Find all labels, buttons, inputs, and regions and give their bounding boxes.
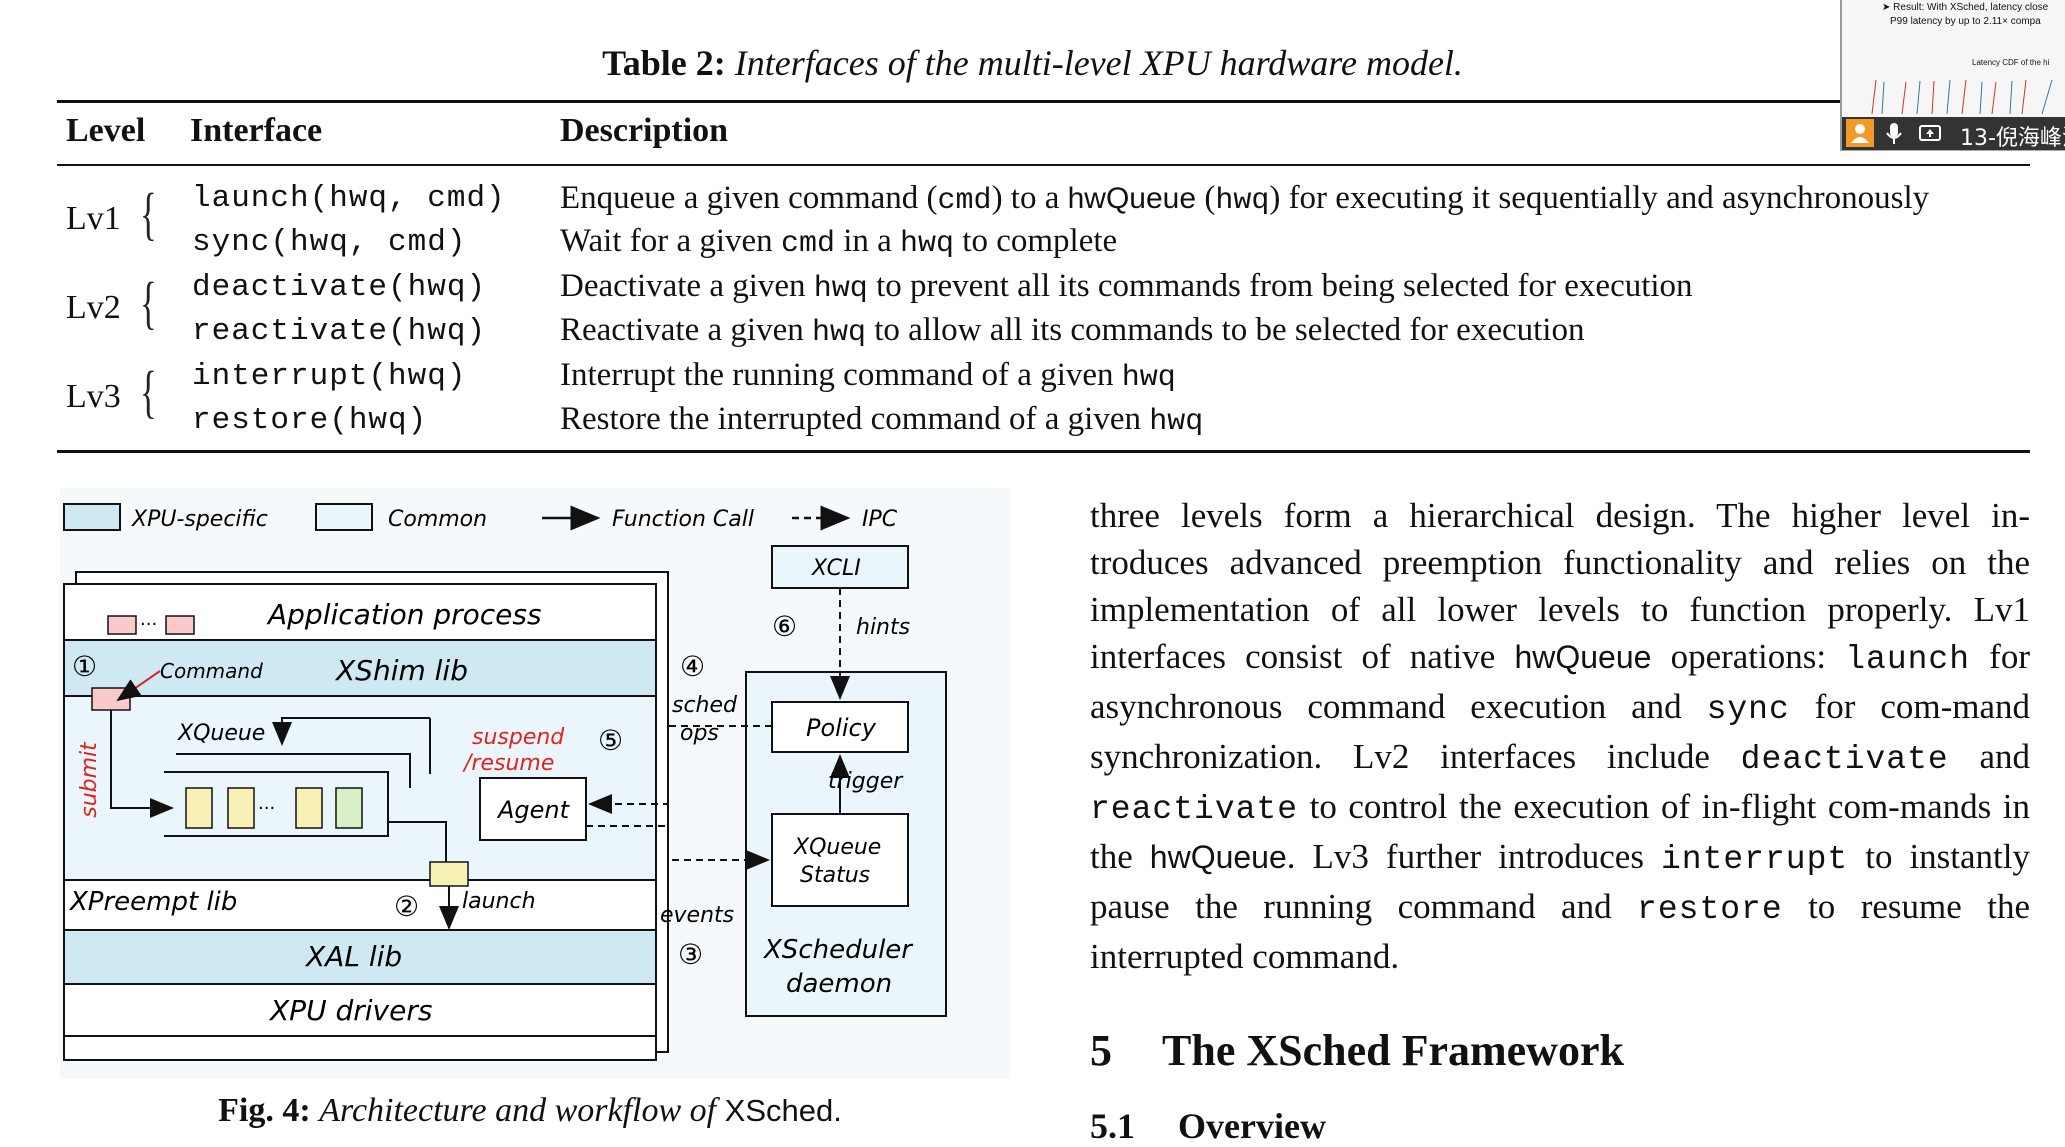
- table-header-rule: [57, 164, 2030, 166]
- ops-label: ops: [680, 721, 719, 746]
- iface-restore: restore(hwq): [192, 403, 428, 438]
- step-5: ⑤: [598, 724, 623, 757]
- daemon-label: daemon: [786, 969, 892, 999]
- level-lv1: Lv1: [66, 200, 121, 237]
- desc-interrupt: Interrupt the running command of a given…: [560, 357, 1176, 395]
- step-6: ⑥: [772, 610, 797, 643]
- suspend-label: suspend: [472, 725, 565, 750]
- resume-label: /resume: [462, 751, 554, 776]
- thumb-chart-title: Latency CDF of the hi: [1972, 58, 2050, 67]
- xpu-drivers-box: [63, 983, 657, 1037]
- desc-launch: Enqueue a given command (cmd) to a hwQue…: [560, 180, 1930, 218]
- body-paragraph: three levels form a hierarchical design.…: [1090, 496, 2031, 976]
- legend-function-call: Function Call: [612, 507, 754, 532]
- header-level: Level: [66, 112, 146, 149]
- iface-deactivate: deactivate(hwq): [192, 270, 487, 305]
- queue-dots: ···: [258, 798, 275, 819]
- xqueue-label: XQueue: [177, 721, 265, 746]
- xshim-lib-label: XShim lib: [334, 654, 468, 687]
- xqueue-status-line1: XQueue: [793, 835, 881, 860]
- desc-reactivate: Reactivate a given hwq to allow all its …: [560, 312, 1585, 350]
- command-label: Command: [160, 659, 263, 683]
- sched-label: sched: [672, 693, 738, 718]
- iface-launch: launch(hwq, cmd): [192, 181, 506, 216]
- cmd-dots: ···: [140, 614, 157, 635]
- xcli-box: [771, 545, 909, 589]
- xqueue-status-box: [771, 813, 909, 907]
- events-label: events: [660, 903, 734, 928]
- step-2: ②: [394, 890, 419, 923]
- legend-common-swatch: [315, 503, 373, 531]
- microphone-icon[interactable]: [1880, 119, 1908, 147]
- figure-caption: Fig. 4: Architecture and workflow of XSc…: [60, 1092, 1000, 1130]
- brace: {: [140, 359, 157, 424]
- table-top-rule: [57, 100, 2030, 103]
- brace: {: [140, 270, 157, 335]
- application-process-label: Application process: [266, 598, 542, 631]
- thumb-chart: [1871, 79, 2053, 115]
- legend-common: Common: [388, 507, 487, 532]
- launch-label: launch: [462, 889, 536, 914]
- desc-deactivate: Deactivate a given hwq to prevent all it…: [560, 268, 1693, 306]
- xal-lib-box: [63, 929, 657, 985]
- presenter-thumbnail[interactable]: ➤ Result: With XSched, latency close P99…: [1840, 0, 2065, 151]
- policy-label: Policy: [806, 714, 877, 742]
- step-4: ④: [680, 650, 705, 683]
- step-3: ③: [678, 938, 703, 971]
- desc-sync: Wait for a given cmd in a hwq to complet…: [560, 223, 1118, 261]
- iface-sync: sync(hwq, cmd): [192, 225, 467, 260]
- header-description: Description: [560, 112, 729, 149]
- xcli-label: XCLI: [811, 556, 861, 581]
- step-1: ①: [72, 650, 97, 683]
- table-caption: Table 2: Interfaces of the multi-level X…: [0, 42, 2065, 84]
- legend-xpu-specific: XPU-specific: [131, 507, 268, 532]
- level-lv2: Lv2: [66, 289, 121, 326]
- desc-restore: Restore the interrupted command of a giv…: [560, 401, 1204, 439]
- thumb-result-line: ➤ Result: With XSched, latency close: [1882, 2, 2049, 13]
- legend-ipc: IPC: [862, 507, 898, 532]
- level-lv3: Lv3: [66, 378, 121, 415]
- xal-lib-label: XAL lib: [304, 940, 402, 973]
- user-icon[interactable]: [1846, 119, 1874, 147]
- thumb-toolbar: [1842, 117, 2065, 150]
- xpreempt-lib-label: XPreempt lib: [68, 887, 237, 917]
- iface-reactivate: reactivate(hwq): [192, 314, 487, 349]
- table-caption-text: Interfaces of the multi-level XPU hardwa…: [734, 43, 1463, 83]
- application-process-box: [63, 583, 657, 641]
- header-interface: Interface: [190, 112, 323, 149]
- agent-label: Agent: [496, 796, 571, 824]
- command-block: [91, 687, 131, 711]
- trigger-label: trigger: [828, 769, 904, 794]
- brace: {: [140, 181, 157, 246]
- xqueue-status-line2: Status: [800, 863, 870, 888]
- xscheduler-label: XScheduler: [762, 935, 914, 965]
- figure-caption-label: Fig. 4:: [218, 1092, 311, 1129]
- legend-xpu-specific-swatch: [63, 503, 121, 531]
- table-caption-label: Table 2:: [602, 43, 726, 83]
- agent-box: [479, 777, 587, 841]
- screen-share-icon[interactable]: [1916, 119, 1944, 147]
- hints-label: hints: [856, 615, 910, 640]
- launch-block: [429, 861, 469, 887]
- table-bottom-rule: [57, 450, 2030, 453]
- participant-name: 13-倪海峰江: [1960, 126, 2065, 151]
- architecture-figure: XPU-specific Common Function Call IPC ··…: [60, 488, 1010, 1078]
- thumb-latency-line: P99 latency by up to 2.11× compa: [1890, 16, 2041, 27]
- figure-caption-text: Architecture and workflow of: [319, 1092, 725, 1129]
- iface-interrupt: interrupt(hwq): [192, 359, 467, 394]
- xpu-drivers-label: XPU drivers: [268, 994, 432, 1027]
- figure-caption-name: XSched.: [724, 1093, 842, 1128]
- submit-label: submit: [77, 741, 102, 818]
